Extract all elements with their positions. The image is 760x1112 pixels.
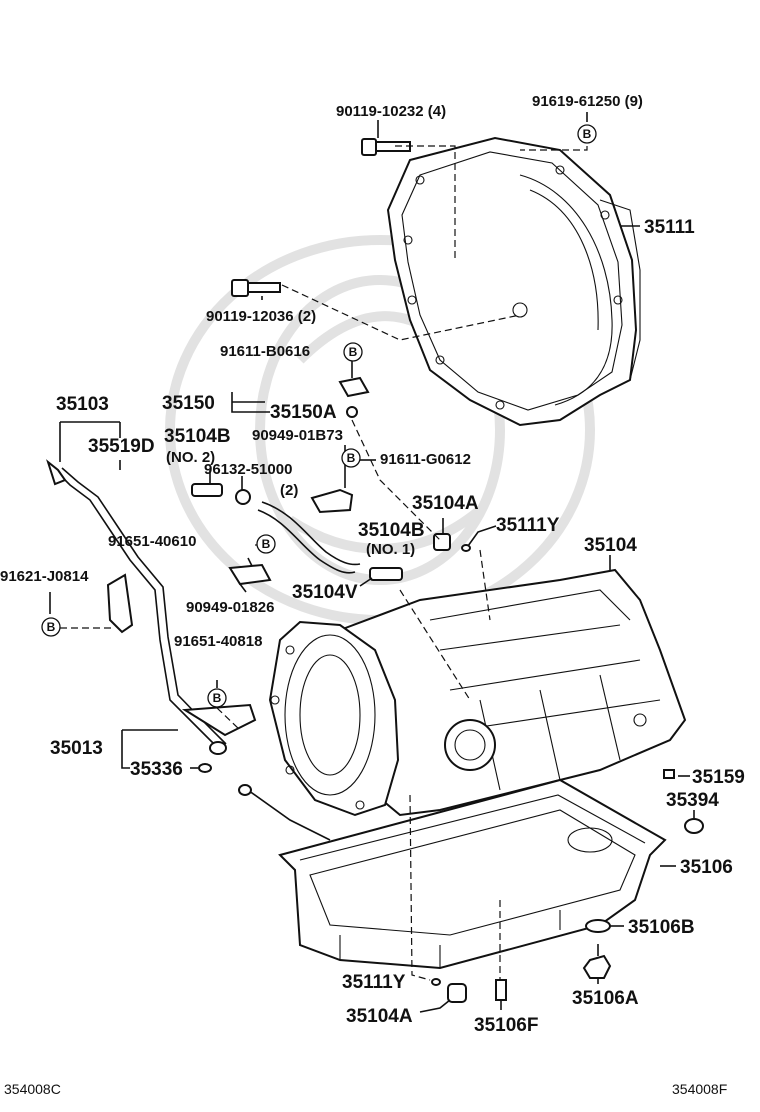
svg-text:B: B bbox=[347, 451, 356, 465]
svg-text:B: B bbox=[349, 345, 358, 359]
label-no2: (NO. 2) bbox=[166, 449, 215, 466]
label-no1: (NO. 1) bbox=[366, 541, 415, 558]
footer-left-code: 354008C bbox=[4, 1081, 61, 1097]
label-35106A: 35106A bbox=[572, 988, 639, 1009]
footer-right-code: 354008F bbox=[672, 1081, 727, 1097]
dipstick-assembly bbox=[46, 459, 331, 841]
label-90119-10232: 90119-10232 (4) bbox=[336, 103, 446, 120]
transmission-case bbox=[268, 568, 687, 817]
label-35394: 35394 bbox=[666, 790, 719, 811]
label-35336: 35336 bbox=[130, 759, 183, 780]
marker-b-6: B bbox=[207, 688, 227, 708]
label-35106B: 35106B bbox=[628, 917, 695, 938]
label-91611-G0612: 91611-G0612 bbox=[380, 451, 471, 468]
label-91621-J0814: 91621-J0814 bbox=[0, 568, 89, 585]
label-qty2: (2) bbox=[280, 482, 298, 499]
label-35104B-no1: 35104B bbox=[358, 520, 425, 541]
label-35104V: 35104V bbox=[292, 582, 358, 603]
label-35111Y-top: 35111Y bbox=[496, 515, 560, 536]
marker-b-5: B bbox=[41, 617, 61, 637]
label-35111Y-bottom: 35111Y bbox=[342, 972, 406, 993]
bell-housing bbox=[386, 136, 641, 427]
label-35104: 35104 bbox=[584, 535, 637, 556]
label-35104A-top: 35104A bbox=[412, 493, 479, 514]
label-91611-B0616: 91611-B0616 bbox=[220, 343, 310, 360]
svg-text:B: B bbox=[213, 691, 222, 705]
marker-b-4: B bbox=[256, 534, 276, 554]
label-91619-61250: 91619-61250 (9) bbox=[532, 93, 643, 110]
marker-b-2: B bbox=[343, 342, 363, 362]
label-90949-01B73: 90949-01B73 bbox=[252, 427, 343, 444]
label-35159: 35159 bbox=[692, 767, 745, 788]
label-91651-40818: 91651-40818 bbox=[174, 633, 262, 650]
label-90119-12036: 90119-12036 (2) bbox=[206, 308, 316, 325]
label-35013: 35013 bbox=[50, 738, 103, 759]
bolt-90119-10232 bbox=[361, 138, 411, 156]
label-35150: 35150 bbox=[162, 393, 215, 414]
label-90949-01826: 90949-01826 bbox=[186, 599, 274, 616]
label-35150A: 35150A bbox=[270, 402, 337, 423]
label-35103: 35103 bbox=[56, 394, 109, 415]
label-35519D: 35519D bbox=[88, 436, 155, 457]
svg-text:B: B bbox=[583, 127, 592, 141]
label-35106F: 35106F bbox=[474, 1015, 538, 1036]
marker-b-3: B bbox=[341, 448, 361, 468]
bolt-90119-12036 bbox=[231, 279, 281, 297]
label-35104A-bottom: 35104A bbox=[346, 1006, 413, 1027]
label-35111: 35111 bbox=[644, 217, 695, 238]
svg-text:B: B bbox=[47, 620, 56, 634]
label-96132-51000: 96132-51000 bbox=[204, 461, 292, 478]
leader-lines bbox=[49, 112, 695, 1013]
label-91651-40610: 91651-40610 bbox=[108, 533, 196, 550]
marker-b-1: B bbox=[577, 124, 597, 144]
svg-text:B: B bbox=[262, 537, 271, 551]
label-35106: 35106 bbox=[680, 857, 733, 878]
label-35104B-no2: 35104B bbox=[164, 426, 231, 447]
